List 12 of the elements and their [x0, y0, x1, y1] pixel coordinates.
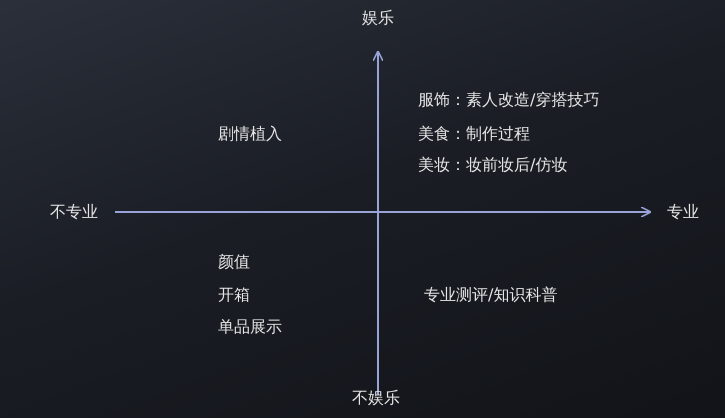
axis-label: 不专业 — [50, 202, 98, 222]
quadrant-text: 美食：制作过程 — [418, 124, 530, 144]
quadrant-text: 专业测评/知识科普 — [424, 285, 558, 305]
quadrant-text: 剧情植入 — [218, 124, 282, 144]
axis-label: 不娱乐 — [352, 388, 400, 408]
quadrant-text: 服饰：素人改造/穿搭技巧 — [418, 90, 600, 110]
axis-label: 专业 — [667, 202, 699, 222]
quadrant-text: 开箱 — [218, 285, 250, 305]
quadrant-text: 颜值 — [218, 252, 250, 272]
axis-label: 娱乐 — [362, 8, 394, 28]
quadrant-text: 美妆：妆前妆后/仿妆 — [418, 155, 568, 175]
quadrant-text: 单品展示 — [218, 317, 282, 337]
